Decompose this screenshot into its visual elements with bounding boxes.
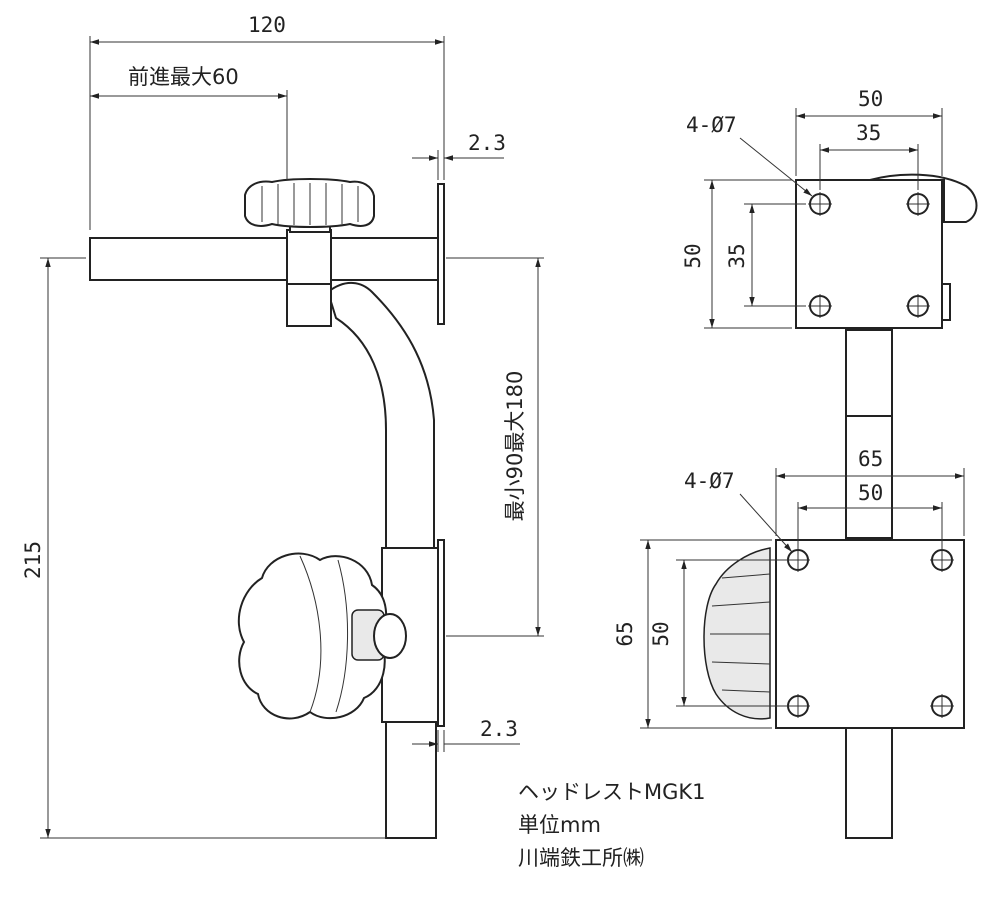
big-knob bbox=[237, 552, 388, 720]
curved-arm bbox=[326, 282, 435, 549]
dim-height: 215 bbox=[21, 541, 45, 579]
top-plate-knob bbox=[869, 173, 978, 223]
bottom-dim-hole-width: 50 bbox=[858, 481, 883, 505]
top-dim-hole-width: 35 bbox=[856, 121, 881, 145]
dim-stroke: 最小90最大180 bbox=[503, 371, 527, 522]
bottom-plate-body bbox=[775, 539, 965, 729]
top-dim-outer-width: 50 bbox=[858, 87, 883, 111]
top-plate-view: 50 35 50 35 4-Ø7 bbox=[681, 87, 978, 417]
vertical-post-upper bbox=[845, 329, 893, 417]
bottom-dim-outer-height: 65 bbox=[613, 621, 637, 646]
bottom-plate-view: 65 50 65 50 4-Ø7 bbox=[613, 415, 965, 839]
bottom-holes-label: 4-Ø7 bbox=[684, 469, 735, 493]
top-dim-hole-height: 35 bbox=[725, 243, 749, 268]
top-mount-plate bbox=[437, 183, 445, 325]
dim-total-width: 120 bbox=[248, 13, 286, 37]
top-holes-label: 4-Ø7 bbox=[686, 113, 737, 137]
horizontal-bar bbox=[89, 237, 441, 281]
bottom-dim-outer-width: 65 bbox=[858, 447, 883, 471]
bottom-mount-plate bbox=[437, 539, 445, 727]
dim-plate-bottom: 2.3 bbox=[480, 717, 518, 741]
top-dim-outer-height: 50 bbox=[681, 243, 705, 268]
title-block: ヘッドレストMGK1 単位mm 川端鉄工所㈱ bbox=[518, 776, 706, 875]
unit-note: 単位mm bbox=[518, 813, 601, 837]
product-name: ヘッドレストMGK1 bbox=[518, 780, 706, 804]
dim-advance: 前進最大60 bbox=[128, 65, 239, 89]
bottom-dim-hole-height: 50 bbox=[649, 621, 673, 646]
vertical-post-lower bbox=[845, 727, 893, 839]
maker-name: 川端鉄工所㈱ bbox=[518, 846, 644, 870]
bottom-plate-knob bbox=[703, 547, 771, 720]
dim-plate-top: 2.3 bbox=[468, 131, 506, 155]
side-view: 120 前進最大60 2.3 215 最小90最大180 2.3 bbox=[21, 13, 544, 839]
vertical-post-middle bbox=[845, 415, 893, 539]
